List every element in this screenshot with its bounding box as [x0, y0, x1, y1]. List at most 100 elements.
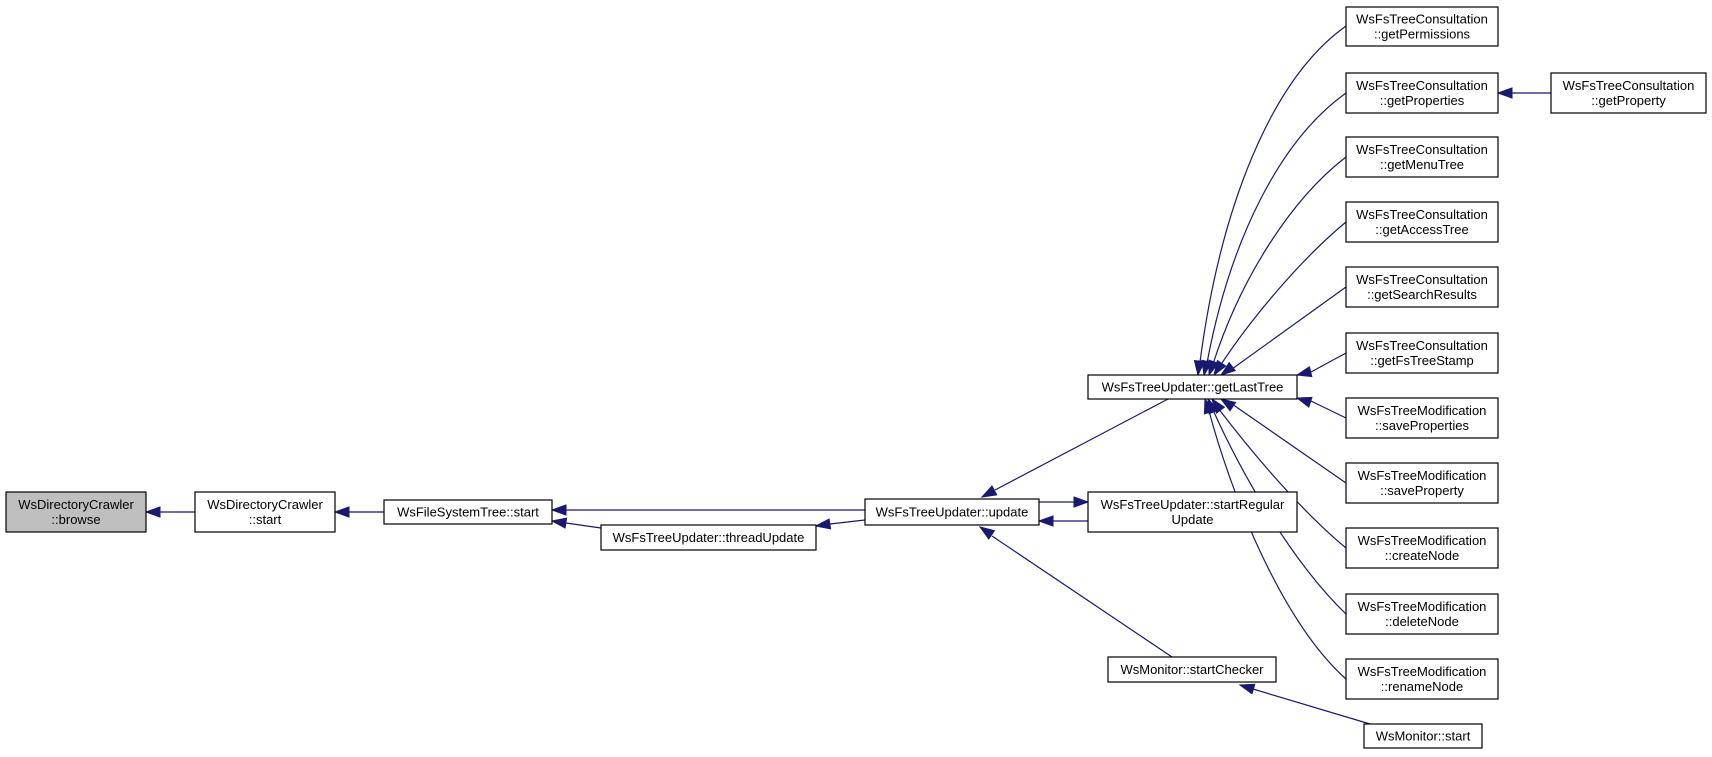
node-n13[interactable]: WsFsTreeConsultation::getAccessTree — [1345, 201, 1499, 243]
node-label: ::start — [249, 512, 282, 527]
edge-line — [1219, 221, 1347, 367]
node-box[interactable] — [1087, 491, 1298, 533]
node-n10[interactable]: WsFsTreeConsultation::getProperties — [1345, 72, 1499, 114]
node-n2[interactable]: WsFileSystemTree::start — [383, 499, 553, 525]
node-n11[interactable]: WsFsTreeConsultation::getProperty — [1550, 72, 1707, 114]
node-label: ::getSearchResults — [1367, 287, 1477, 302]
edge-line — [1310, 400, 1347, 419]
node-box[interactable] — [1345, 6, 1499, 47]
node-label: Update — [1172, 512, 1214, 527]
edge-line — [994, 398, 1169, 491]
arrowhead-icon — [814, 518, 832, 530]
node-box[interactable] — [600, 524, 817, 551]
node-box[interactable] — [1087, 374, 1298, 400]
edge-n12-n5 — [1208, 156, 1347, 377]
node-n3[interactable]: WsFsTreeUpdater::threadUpdate — [600, 524, 817, 551]
node-n1[interactable]: WsDirectoryCrawler::start — [194, 491, 336, 533]
node-label: ::createNode — [1385, 548, 1459, 563]
node-label: WsFsTreeConsultation — [1356, 142, 1488, 157]
node-label: WsFsTreeUpdater::update — [876, 505, 1029, 520]
arrowhead-icon — [978, 526, 996, 540]
arrowhead-icon — [144, 506, 161, 518]
arrowhead-icon — [1295, 396, 1313, 408]
node-box[interactable] — [1345, 136, 1499, 178]
edge-n8-n7 — [1238, 683, 1371, 725]
edge-line — [1199, 25, 1347, 363]
arrowhead-icon — [1037, 515, 1054, 527]
edge-line — [991, 535, 1173, 658]
node-n7[interactable]: WsMonitor::startChecker — [1107, 656, 1277, 683]
edge-n10-n5 — [1201, 92, 1347, 377]
node-label: WsFileSystemTree::start — [397, 505, 539, 520]
arrowhead-icon — [333, 506, 350, 518]
node-box[interactable] — [1345, 397, 1499, 439]
edge-n9-n5 — [1193, 25, 1347, 377]
arrowhead-icon — [550, 504, 567, 516]
edge-n7-n4 — [978, 526, 1173, 658]
node-box[interactable] — [1363, 723, 1483, 749]
edge-line — [829, 519, 866, 525]
arrowhead-icon — [1208, 359, 1220, 377]
node-n4[interactable]: WsFsTreeUpdater::update — [864, 498, 1040, 526]
node-box[interactable] — [5, 491, 147, 533]
node-label: ::renameNode — [1381, 679, 1463, 694]
node-n19[interactable]: WsFsTreeModification::deleteNode — [1345, 593, 1499, 635]
node-box[interactable] — [1107, 656, 1277, 683]
node-label: ::getAccessTree — [1375, 222, 1468, 237]
node-label: WsFsTreeConsultation — [1356, 78, 1488, 93]
node-n0[interactable]: WsDirectoryCrawler::browse — [5, 491, 147, 533]
node-box[interactable] — [1345, 266, 1499, 308]
node-label: WsFsTreeUpdater::startRegular — [1101, 497, 1285, 512]
nodes-layer: WsDirectoryCrawler::browseWsDirectoryCra… — [5, 6, 1707, 749]
node-box[interactable] — [194, 491, 336, 533]
edge-n17-n5 — [1219, 398, 1347, 484]
node-box[interactable] — [1345, 72, 1499, 114]
node-label: WsFsTreeModification — [1358, 599, 1487, 614]
node-label: ::saveProperty — [1380, 483, 1464, 498]
arrowhead-icon — [550, 517, 568, 529]
edge-n16-n5 — [1295, 396, 1347, 419]
node-n12[interactable]: WsFsTreeConsultation::getMenuTree — [1345, 136, 1499, 178]
edge-n2-n1 — [333, 506, 384, 518]
node-box[interactable] — [1345, 332, 1499, 374]
node-label: WsFsTreeConsultation — [1356, 338, 1488, 353]
edge-n3-n2 — [550, 517, 602, 529]
edge-n4-n6 — [1039, 496, 1090, 508]
node-label: ::browse — [51, 512, 100, 527]
node-box[interactable] — [1345, 593, 1499, 635]
node-label: WsFsTreeModification — [1358, 468, 1487, 483]
node-n15[interactable]: WsFsTreeConsultation::getFsTreeStamp — [1345, 332, 1499, 374]
node-box[interactable] — [383, 499, 553, 525]
node-n9[interactable]: WsFsTreeConsultation::getPermissions — [1345, 6, 1499, 47]
node-box[interactable] — [864, 498, 1040, 526]
node-label: ::getPermissions — [1374, 27, 1471, 42]
node-box[interactable] — [1345, 527, 1499, 569]
edge-n5-n4 — [980, 398, 1169, 498]
node-box[interactable] — [1550, 72, 1707, 114]
node-n16[interactable]: WsFsTreeModification::saveProperties — [1345, 397, 1499, 439]
node-n8[interactable]: WsMonitor::start — [1363, 723, 1483, 749]
edge-n20-n5 — [1203, 397, 1347, 680]
node-label: WsFsTreeUpdater::threadUpdate — [613, 530, 805, 545]
node-box[interactable] — [1345, 658, 1499, 700]
edge-n14-n5 — [1219, 286, 1347, 376]
node-n5[interactable]: WsFsTreeUpdater::getLastTree — [1087, 374, 1298, 400]
node-n14[interactable]: WsFsTreeConsultation::getSearchResults — [1345, 266, 1499, 308]
node-box[interactable] — [1345, 462, 1499, 504]
arrowhead-icon — [1496, 87, 1513, 99]
node-n20[interactable]: WsFsTreeModification::renameNode — [1345, 658, 1499, 700]
node-label: ::saveProperties — [1375, 418, 1469, 433]
edge-n4-n2 — [550, 504, 865, 516]
edge-n11-n10 — [1496, 87, 1551, 99]
node-label: WsFsTreeConsultation — [1356, 207, 1488, 222]
edge-line — [1252, 688, 1371, 725]
node-label: WsDirectoryCrawler — [207, 497, 323, 512]
node-n18[interactable]: WsFsTreeModification::createNode — [1345, 527, 1499, 569]
edges-layer — [144, 25, 1551, 725]
edge-n15-n5 — [1295, 352, 1347, 378]
node-box[interactable] — [1345, 201, 1499, 243]
node-n17[interactable]: WsFsTreeModification::saveProperty — [1345, 462, 1499, 504]
arrowhead-icon — [1073, 496, 1090, 508]
